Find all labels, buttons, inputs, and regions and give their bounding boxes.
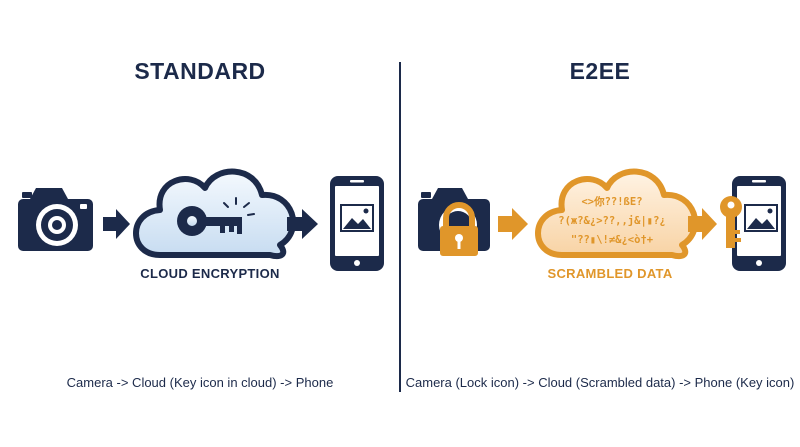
panel-divider xyxy=(399,62,401,392)
arrow-icon-left-1 xyxy=(103,209,130,239)
phone-icon-right xyxy=(732,176,786,271)
cloud-icon-left xyxy=(133,168,297,260)
scrambled-data-label: SCRAMBLED DATA xyxy=(547,266,673,281)
camera-icon-left xyxy=(18,188,93,251)
cloud-icon-right xyxy=(535,168,699,260)
standard-title: STANDARD xyxy=(134,58,266,84)
cloud-encryption-label: CLOUD ENCRYPTION xyxy=(140,266,280,281)
scrambled-line-2: ?(ж?&¿>??,,j&|▮?¿ xyxy=(558,215,665,227)
lock-icon xyxy=(440,202,478,256)
scrambled-line-3: "??▮\!≠&¿<ò†+ xyxy=(571,234,653,246)
scrambled-data-text: <>你??!ßE? ?(ж?&¿>??,,j&|▮?¿ "??▮\!≠&¿<ò†… xyxy=(558,195,665,246)
phone-icon-left xyxy=(330,176,384,271)
key-icon-left xyxy=(177,197,255,236)
arrow-icon-left-2 xyxy=(287,209,318,239)
arrow-icon-right-1 xyxy=(498,208,528,240)
e2ee-title: E2EE xyxy=(569,58,631,84)
image-icon-left xyxy=(340,204,374,232)
image-icon-right xyxy=(744,204,778,232)
key-icon-right xyxy=(720,196,742,248)
arrow-icon-right-2 xyxy=(688,208,717,240)
e2ee-caption: Camera (Lock icon) -> Cloud (Scrambled d… xyxy=(405,375,795,390)
standard-caption: Camera -> Cloud (Key icon in cloud) -> P… xyxy=(66,375,334,390)
scrambled-line-1: <>你??!ßE? xyxy=(581,195,642,208)
